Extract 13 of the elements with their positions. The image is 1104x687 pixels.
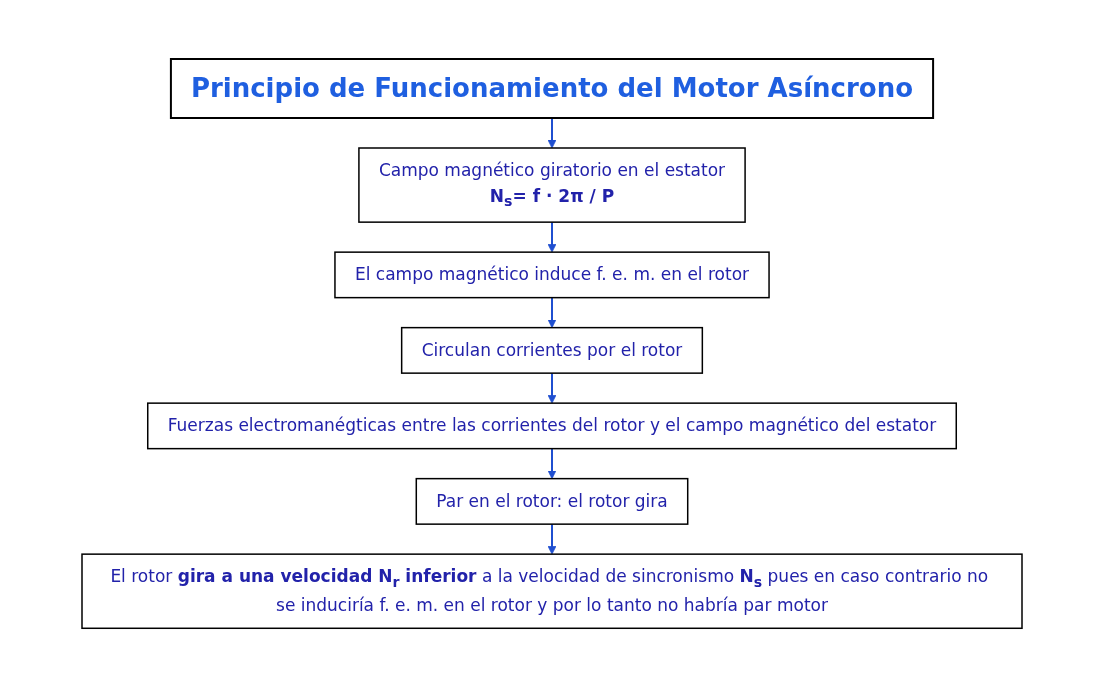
node-box: Campo magnético giratorio en el estator N$_{s}$= f · 2π / P — [358, 147, 746, 223]
arrow — [547, 116, 557, 149]
node-box: Principio de Funcionamiento del Motor Asíncrono — [169, 57, 935, 119]
arrow — [547, 221, 557, 253]
node-box: El rotor gira a una velocidad N$_{r}$ inferior a la velocidad de sincronismo N$_{s}$ pues en caso contrario no se induciría f. e. m. en el rotor y por lo tanto no habría par motor — [81, 553, 1023, 629]
arrow — [547, 447, 557, 479]
arrow — [547, 523, 557, 555]
arrow — [547, 296, 557, 328]
node-box: Par en el rotor: el rotor gira — [415, 477, 689, 525]
node-box: El campo magnético induce f. e. m. en el rotor — [334, 251, 770, 299]
arrow — [547, 372, 557, 404]
node-box: Circulan corrientes por el rotor — [400, 326, 704, 374]
node-box: Fuerzas electromanégticas entre las corrientes del rotor y el campo magnético del estator — [147, 402, 957, 450]
